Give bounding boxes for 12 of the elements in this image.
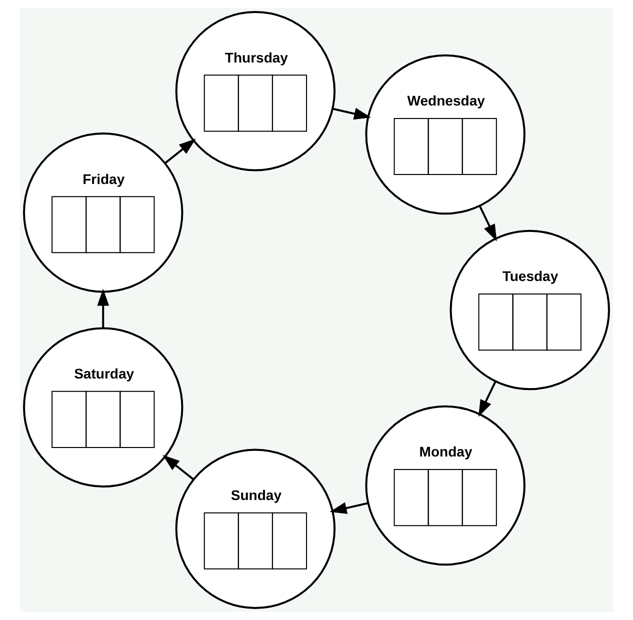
node-circle: Tuesday [450,230,610,390]
arrow [164,138,196,164]
arrow [478,205,497,242]
node-circle: Saturday [23,327,184,488]
node-circle: Monday [365,405,526,566]
arrow [162,454,194,480]
arrow [332,108,372,120]
node-circle: Wednesday [365,54,526,215]
node-circle: Thursday [175,11,336,172]
arrow [97,288,110,328]
arrow [478,380,496,417]
arrow [330,502,368,514]
